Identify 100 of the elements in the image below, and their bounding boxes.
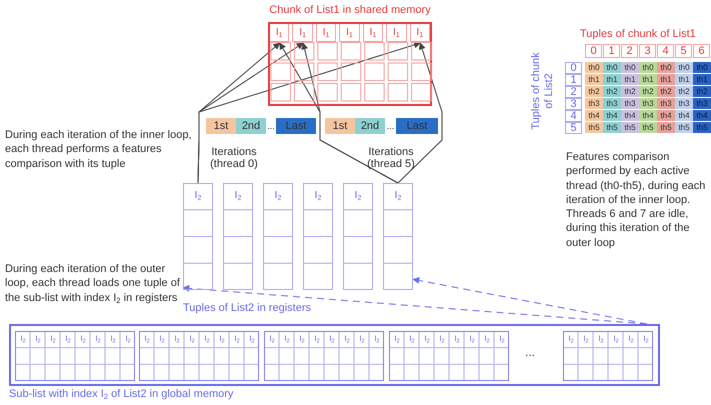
table-cell: th0 (657, 62, 675, 74)
cell-label: I$_{1}$ (368, 27, 378, 38)
table-cell: th1 (675, 74, 693, 86)
cell-label: I$_{2}$ (49, 334, 57, 343)
column-index: 3 (639, 44, 656, 58)
cell-label: I$_{2}$ (109, 334, 117, 343)
memory-cell (386, 23, 407, 42)
cell-label: I$_{2}$ (612, 334, 620, 343)
table-cell: th2 (693, 86, 711, 98)
iteration-bar: 2nd (355, 118, 385, 134)
table-cell: th2 (603, 86, 621, 98)
cell-label: I$_{2}$ (298, 334, 306, 343)
cell-label: I$_{2}$ (393, 334, 401, 343)
arrow (198, 42, 421, 184)
ellipsis: ... (386, 120, 396, 133)
cell-label: I$_{2}$ (373, 334, 381, 343)
cell-label: I$_{2}$ (438, 334, 446, 343)
cell-label: I$_{2}$ (94, 334, 102, 343)
cell-label: I$_{2}$ (423, 334, 431, 343)
cell-label: I$_{2}$ (328, 334, 336, 343)
table-cell: th4 (693, 110, 711, 122)
cell-label: I$_{2}$ (498, 334, 506, 343)
table-cell: th0 (603, 62, 621, 74)
iteration-bar: Last (396, 118, 438, 134)
ellipsis: ... (525, 345, 536, 359)
table-cell: th5 (621, 122, 639, 134)
cell-label: I$_{2}$ (453, 334, 461, 343)
table-cell: th4 (657, 110, 675, 122)
table-cell: th0 (585, 62, 603, 74)
cell-label: I$_{2}$ (124, 334, 132, 343)
table-cell: th3 (675, 98, 693, 110)
cell-label: I$_{2}$ (314, 190, 322, 201)
table-cell: th1 (621, 74, 639, 86)
description: Features comparison performed by each active thread (th0-th5), during each iteration of the inner loop. Threads 6 and 7 are idle, during this iteration of the outer loop (566, 150, 706, 250)
row-index: 5 (565, 122, 582, 134)
row-index: 1 (565, 74, 582, 86)
table-cell: th0 (621, 62, 639, 74)
memory-block (139, 331, 259, 381)
cell-label: I$_{2}$ (188, 334, 196, 343)
table-cell: th5 (603, 122, 621, 134)
cell-label: I$_{1}$ (345, 27, 354, 38)
column-index: 2 (621, 44, 638, 58)
ellipsis: ... (266, 120, 276, 133)
register-column (223, 183, 253, 290)
cell-label: I$_{2}$ (218, 334, 226, 343)
column-index: 5 (675, 44, 692, 58)
iteration-bar: 2nd (236, 118, 266, 134)
memory-block (389, 331, 509, 381)
cell-label: I$_{2}$ (173, 334, 181, 343)
iterations-label: Iterations (thread 5) (366, 146, 416, 170)
cell-label: I$_{2}$ (274, 190, 282, 201)
table-cell: th3 (657, 98, 675, 110)
column-index: 0 (585, 44, 602, 58)
cell-label: I$_{1}$ (298, 27, 307, 38)
cell-label: I$_{1}$ (322, 27, 330, 38)
table-cell: th4 (585, 110, 603, 122)
memory-cell (339, 23, 360, 42)
cell-label: I$_{2}$ (19, 334, 27, 343)
column-title: Tuples of chunk of List1 (580, 28, 696, 40)
cell-label: I$_{2}$ (354, 190, 362, 201)
cell-label: I$_{2}$ (343, 334, 351, 343)
cell-label: I$_{1}$ (392, 27, 401, 38)
cell-label: I$_{2}$ (143, 334, 151, 343)
cell-label: I$_{1}$ (415, 27, 424, 38)
iteration-bar: 1st (325, 118, 355, 134)
table-cell: th4 (621, 110, 639, 122)
note: During each iteration of the outer loop, each thread loads one tuple of the sub-list with index I$_{2}$ in registers (5, 262, 181, 305)
arrow (301, 42, 398, 184)
row-title: Tuples of chunk of List2 (530, 51, 556, 131)
note: During each iteration of the inner loop, each thread performs a features comparison with its tuple (5, 128, 193, 171)
table-cell: th2 (657, 86, 675, 98)
register-column (343, 183, 373, 290)
cell-label: I$_{2}$ (627, 334, 635, 343)
cell-label: I$_{2}$ (582, 334, 590, 343)
cell-label: I$_{2}$ (597, 334, 605, 343)
cell-label: I$_{2}$ (483, 334, 491, 343)
row-index: 4 (565, 110, 582, 122)
cell-label: I$_{2}$ (79, 334, 87, 343)
table-cell: th4 (675, 110, 693, 122)
table-cell: th1 (603, 74, 621, 86)
table-cell: th2 (675, 86, 693, 98)
cell-label: I$_{1}$ (274, 27, 284, 38)
cell-label: I$_{2}$ (283, 334, 291, 343)
cell-label: I$_{2}$ (268, 334, 276, 343)
table-cell: th2 (585, 86, 603, 98)
cell-label: I$_{2}$ (468, 334, 476, 343)
cell-label: I$_{2}$ (567, 334, 575, 343)
table-cell: th3 (585, 98, 603, 110)
table-cell: th5 (585, 122, 603, 134)
table-cell: th4 (603, 110, 621, 122)
table-cell: th1 (639, 74, 657, 86)
table-cell: th1 (585, 74, 603, 86)
table-cell: th3 (693, 98, 711, 110)
memory-block (563, 331, 653, 381)
memory-label: Sub-list with index I$_{2}$ of List2 in global memory (9, 388, 234, 400)
table-cell: th4 (639, 110, 657, 122)
memory-block (264, 331, 384, 381)
row-index: 2 (565, 86, 582, 98)
table-cell: th3 (639, 98, 657, 110)
memory-label: Chunk of List1 in shared memory (268, 4, 432, 16)
